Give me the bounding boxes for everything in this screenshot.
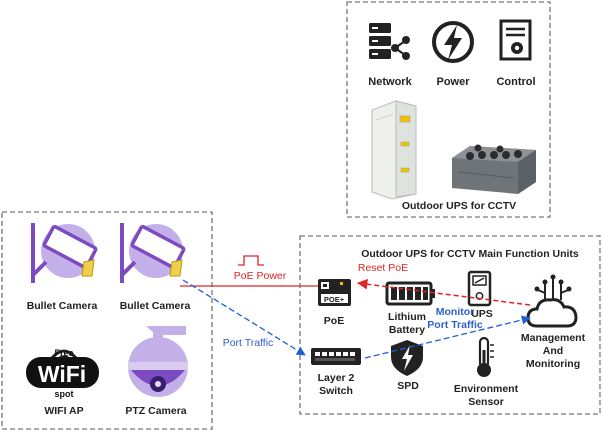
power-bolt-icon bbox=[432, 21, 474, 63]
network-label: Network bbox=[368, 76, 412, 88]
control-label: Control bbox=[496, 76, 535, 88]
mgmt-label-line3: Monitoring bbox=[526, 358, 580, 370]
connections: PoE Power Reset PoE Port Traffic Monitor… bbox=[180, 255, 531, 359]
outdoor-switch-image bbox=[452, 144, 536, 194]
network-switch-icon bbox=[311, 348, 361, 365]
wifi-ap-label: WIFI AP bbox=[44, 405, 83, 417]
network-server-icon bbox=[369, 23, 410, 60]
env-sensor-label-line1: Environment bbox=[454, 383, 519, 395]
wifi-logo-top: Free bbox=[54, 348, 73, 358]
right-panel-title: Outdoor UPS for CCTV Main Function Units bbox=[361, 248, 579, 260]
power-label: Power bbox=[436, 76, 470, 88]
switch-label-line2: Switch bbox=[319, 385, 353, 397]
pulse-symbol bbox=[238, 255, 264, 266]
ptz-camera-label: PTZ Camera bbox=[125, 405, 186, 417]
port-traffic-left-label: Port Traffic bbox=[223, 337, 274, 349]
poe-label: PoE bbox=[324, 315, 344, 327]
control-document-icon bbox=[499, 19, 532, 61]
wifi-logo-bottom: spot bbox=[55, 389, 74, 399]
ups-device-icon bbox=[467, 270, 492, 307]
env-sensor-label-line2: Sensor bbox=[468, 396, 504, 408]
battery-icon bbox=[385, 281, 435, 306]
battery-label-line2: Battery bbox=[389, 324, 425, 336]
bullet-camera-1-label: Bullet Camera bbox=[27, 300, 98, 312]
switch-label-line1: Layer 2 bbox=[318, 372, 355, 384]
battery-label-line1: Lithium bbox=[388, 311, 426, 323]
spd-shield-icon bbox=[391, 340, 423, 376]
bullet-camera-2-label: Bullet Camera bbox=[120, 300, 191, 312]
monitor-traffic-arrow bbox=[364, 315, 531, 359]
right-panel: Outdoor UPS for CCTV Main Function Units… bbox=[299, 235, 601, 415]
port-traffic-arrow bbox=[182, 279, 306, 356]
ptz-camera-icon bbox=[128, 326, 188, 397]
mgmt-label-line1: Management bbox=[521, 332, 586, 344]
poe-badge: POE+ bbox=[324, 295, 345, 304]
bullet-camera-icon bbox=[120, 223, 186, 283]
left-panel: Bullet Camera Bullet Camera Free WiFi sp… bbox=[1, 211, 213, 430]
reset-poe-arrow bbox=[356, 278, 531, 306]
mgmt-label-line2: And bbox=[543, 345, 563, 357]
bullet-camera-icon bbox=[31, 223, 98, 283]
poe-power-label: PoE Power bbox=[234, 270, 287, 282]
wifi-logo-icon: Free WiFi spot bbox=[26, 348, 99, 399]
poe-injector-icon bbox=[318, 279, 351, 306]
spd-label: SPD bbox=[397, 380, 419, 392]
thermometer-icon bbox=[477, 336, 494, 377]
monitor-label-line2: Port Traffic bbox=[427, 319, 483, 331]
top-panel: Network Power Control bbox=[346, 1, 551, 218]
top-panel-caption: Outdoor UPS for CCTV bbox=[402, 200, 516, 212]
ups-label: UPS bbox=[471, 308, 493, 320]
wifi-logo-main: WiFi bbox=[38, 361, 86, 387]
ups-cabinet-image bbox=[371, 100, 417, 200]
reset-poe-label: Reset PoE bbox=[358, 262, 408, 274]
monitor-label-line1: Monitor bbox=[436, 306, 475, 318]
